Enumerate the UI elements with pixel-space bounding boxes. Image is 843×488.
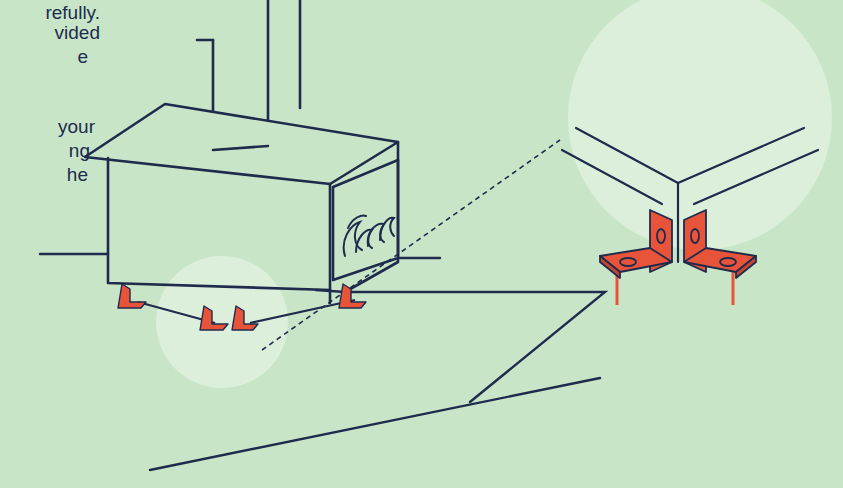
illustration-part bbox=[736, 256, 756, 278]
illustration-part bbox=[657, 229, 665, 243]
illustration-part bbox=[691, 229, 699, 243]
illustration-part bbox=[694, 150, 818, 204]
illustration-part bbox=[40, 253, 108, 255]
illustration-part bbox=[620, 258, 636, 266]
illustration-part bbox=[213, 146, 268, 150]
instruction-text: e bbox=[77, 46, 88, 68]
illustration-part bbox=[400, 257, 440, 259]
instruction-text: refully. bbox=[45, 2, 100, 24]
illustration-part bbox=[197, 39, 213, 42]
illustration-part bbox=[380, 218, 394, 240]
illustration-part bbox=[720, 258, 736, 266]
instruction-text: he bbox=[67, 164, 88, 186]
flames bbox=[344, 216, 394, 257]
illustration-part bbox=[333, 160, 398, 280]
stove-body bbox=[85, 0, 398, 303]
illustration-part bbox=[678, 128, 804, 183]
hearth-lines bbox=[40, 254, 605, 470]
highlight-circles bbox=[156, 0, 832, 388]
illustration-part bbox=[85, 104, 398, 184]
illustration-part bbox=[348, 216, 366, 229]
instruction-text: your bbox=[58, 116, 95, 138]
illustration-part bbox=[600, 210, 756, 305]
illustration-part bbox=[299, 0, 302, 108]
illustration-part bbox=[329, 184, 332, 303]
illustration-part bbox=[150, 378, 600, 470]
illustration-part bbox=[108, 158, 330, 290]
illustration-part bbox=[732, 272, 735, 305]
instruction-text: ng bbox=[69, 140, 90, 162]
detail-view bbox=[562, 128, 818, 305]
illustration-part bbox=[200, 306, 228, 330]
illustration-part bbox=[156, 256, 288, 388]
illustration-part bbox=[562, 150, 662, 204]
illustration-part bbox=[118, 284, 366, 330]
illustration-part bbox=[232, 306, 258, 330]
leveling-brackets bbox=[118, 284, 366, 330]
illustration-part bbox=[339, 284, 366, 308]
illustration-part bbox=[677, 183, 679, 262]
illustration-part bbox=[316, 290, 345, 292]
illustration-part bbox=[600, 256, 620, 278]
instruction-text: vided bbox=[55, 22, 100, 44]
illustration-part bbox=[576, 128, 678, 183]
illustration-part bbox=[138, 300, 355, 323]
illustration-part bbox=[118, 284, 146, 308]
